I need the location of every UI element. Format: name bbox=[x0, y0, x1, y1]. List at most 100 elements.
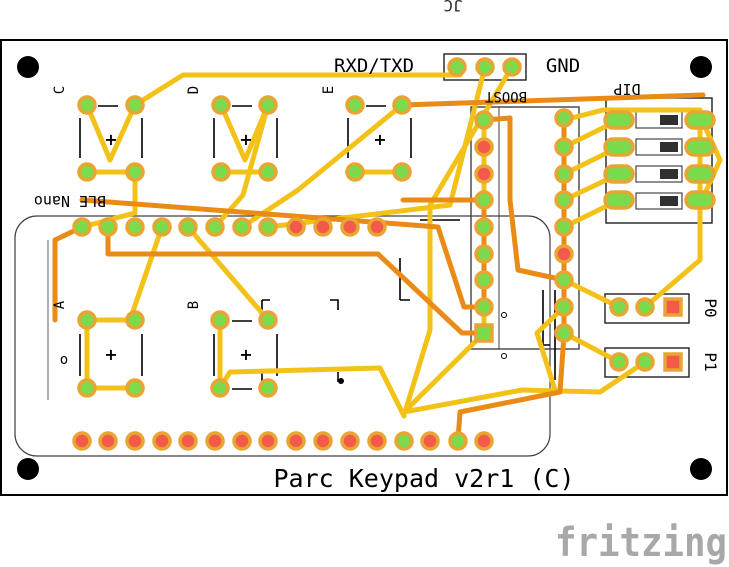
switch-b-pad-3 bbox=[210, 378, 230, 398]
mounting-holes bbox=[17, 56, 712, 480]
dip-knob-3 bbox=[660, 169, 678, 179]
serial-header-label: RXD/TXD bbox=[334, 55, 414, 77]
switch-b-body bbox=[213, 320, 278, 390]
boost-right-pad-1 bbox=[554, 108, 574, 128]
serial-header-pad-3 bbox=[502, 57, 522, 77]
switch-d-plus: + bbox=[239, 130, 252, 149]
connector-p0-label: P0 bbox=[701, 298, 720, 317]
traces-layer bbox=[52, 64, 723, 443]
boost-left-pad-8 bbox=[474, 297, 494, 317]
dip-knob-1 bbox=[660, 115, 678, 125]
ble-bottom-pad-10 bbox=[313, 431, 333, 451]
connector-p0-pad-3 bbox=[663, 297, 683, 317]
switch-e-pad-1 bbox=[345, 95, 365, 115]
board-marker-brackets bbox=[261, 299, 339, 383]
mounting-hole-top-right bbox=[690, 56, 712, 78]
trace-top-27 bbox=[534, 304, 567, 393]
trace-bottom-33 bbox=[507, 115, 567, 283]
ground-label: GND bbox=[546, 55, 580, 77]
ble-bottom-pad-8 bbox=[258, 431, 278, 451]
ble-top-pad-2 bbox=[98, 217, 118, 237]
ble-bottom-pad-1 bbox=[72, 431, 92, 451]
dip-knob-2 bbox=[660, 142, 678, 152]
connector-p1-label: P1 bbox=[701, 352, 720, 371]
boost-left-pad-7 bbox=[474, 270, 494, 290]
pads-layer bbox=[72, 57, 716, 451]
trace-top-17 bbox=[217, 317, 407, 419]
connector-p1-pad-1 bbox=[609, 352, 629, 372]
switch-bodies bbox=[79, 105, 556, 390]
ble-bottom-pad-3 bbox=[125, 431, 145, 451]
switch-e-body bbox=[347, 105, 412, 174]
ble-bottom-pad-11 bbox=[340, 431, 360, 451]
connector-p1-outline bbox=[604, 347, 690, 378]
switch-d-pad-4 bbox=[258, 162, 278, 182]
serial-header-pad-1 bbox=[447, 57, 467, 77]
ble-top-pad-11 bbox=[340, 217, 360, 237]
connector-p1-pad-2 bbox=[635, 352, 655, 372]
board-title: Parc Keypad v2r1 (C) bbox=[273, 464, 574, 493]
boost-right-pad-6 bbox=[554, 244, 574, 264]
connector-p0-pad-1 bbox=[609, 297, 629, 317]
dip-left-pad-1 bbox=[603, 110, 635, 130]
switch-a-pad-4 bbox=[125, 378, 145, 398]
switch-e-pad-3 bbox=[345, 162, 365, 182]
boost-right-pad-3 bbox=[554, 164, 574, 184]
fritzing-logo: fritzing bbox=[555, 520, 727, 566]
ble-top-pad-4 bbox=[152, 217, 172, 237]
ble-top-pad-1 bbox=[72, 217, 92, 237]
boost-label: BOOST bbox=[484, 88, 527, 104]
board-marker-dot bbox=[338, 378, 344, 384]
boost-right-pad-4 bbox=[554, 190, 574, 210]
connector-p0-outline bbox=[604, 293, 690, 324]
dip-right-pad-4 bbox=[684, 190, 716, 210]
switch-c-body bbox=[79, 105, 143, 174]
polarity-mark: o bbox=[60, 352, 68, 368]
switch-e-pad-2 bbox=[392, 95, 412, 115]
ble-top-pad-10 bbox=[313, 217, 333, 237]
switch-e-label: E bbox=[321, 86, 337, 94]
ble-top-pad-7 bbox=[232, 217, 252, 237]
switch-c-label: C bbox=[52, 86, 68, 94]
boost-polarity-dot-1 bbox=[501, 312, 507, 318]
trace-top-13 bbox=[402, 64, 515, 415]
trace-bottom-30 bbox=[52, 224, 85, 323]
ble-bottom-pad-5 bbox=[178, 431, 198, 451]
dip-knob-4 bbox=[660, 196, 678, 206]
ble-top-pad-3 bbox=[125, 217, 145, 237]
switch-b-plus: + bbox=[239, 345, 252, 364]
mounting-hole-bottom-right bbox=[690, 458, 712, 480]
trace-top-10 bbox=[212, 102, 271, 230]
boost-left-pad-5 bbox=[474, 217, 494, 237]
trace-top-1 bbox=[84, 102, 138, 163]
switch-e-plus: + bbox=[373, 130, 386, 149]
switch-d-pad-3 bbox=[211, 162, 231, 182]
switch-d-label: D bbox=[186, 86, 202, 94]
trace-top-14 bbox=[127, 224, 165, 323]
connector-p0-pad-2 bbox=[635, 297, 655, 317]
boost-right-pad-5 bbox=[554, 217, 574, 237]
boost-left-pad-6 bbox=[474, 244, 494, 264]
dip-left-pad-2 bbox=[603, 137, 635, 157]
switch-b-pad-2 bbox=[258, 310, 278, 330]
ble-bottom-pad-4 bbox=[152, 431, 172, 451]
dip-right-pad-1 bbox=[684, 110, 716, 130]
boost-right-pad-2 bbox=[554, 137, 574, 157]
switch-d-pad-2 bbox=[258, 95, 278, 115]
boost-left-pad-1 bbox=[474, 110, 494, 130]
dip-right-pad-3 bbox=[684, 164, 716, 184]
switch-c-plus: + bbox=[104, 130, 117, 149]
switch-e-pad-4 bbox=[392, 162, 412, 182]
serial-header-outline bbox=[443, 53, 527, 81]
boost-right-pad-7 bbox=[554, 270, 574, 290]
ble-bottom-pad-7 bbox=[232, 431, 252, 451]
switch-a-pad-1 bbox=[77, 310, 97, 330]
boost-inner-outline bbox=[470, 106, 500, 350]
ble-bottom-pad-14 bbox=[420, 431, 440, 451]
mounting-hole-bottom-left bbox=[17, 458, 39, 480]
mounting-hole-top-left bbox=[17, 56, 39, 78]
boost-left-pad-4 bbox=[474, 190, 494, 210]
trace-top-26 bbox=[561, 277, 622, 310]
dip-label: DIP bbox=[613, 80, 640, 98]
